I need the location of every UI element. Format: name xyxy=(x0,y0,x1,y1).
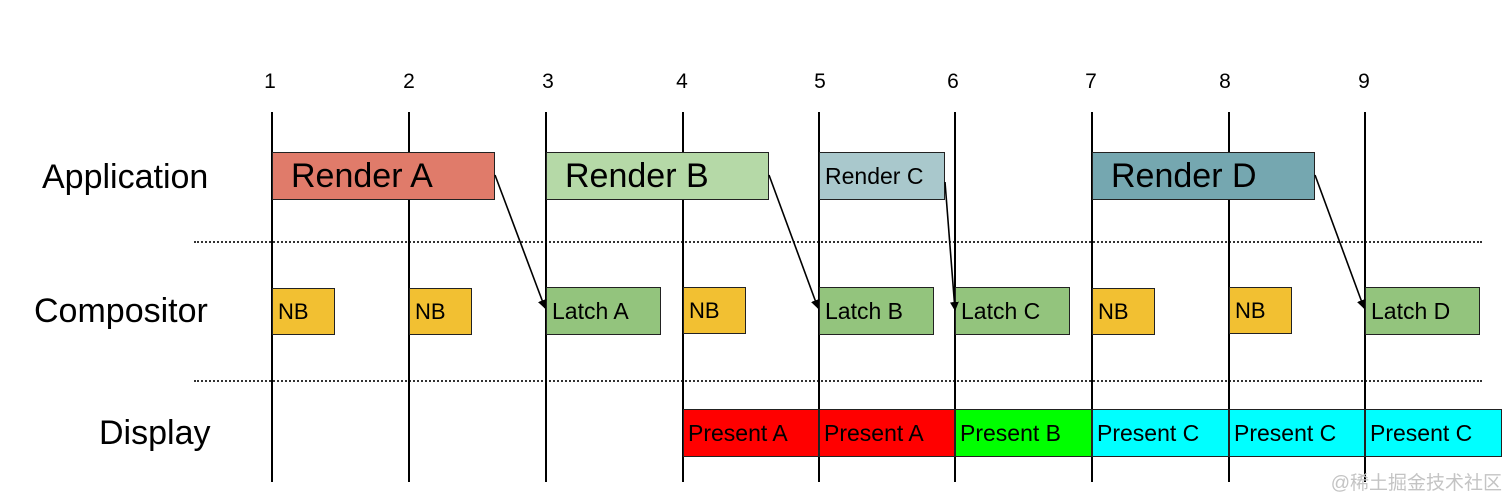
tick-label-7: 7 xyxy=(1085,70,1097,93)
arrow-render-d-to-latch-d xyxy=(1314,174,1366,309)
render-b-label: Render B xyxy=(565,156,709,195)
tick-label-2: 2 xyxy=(403,70,415,93)
tick-label-6: 6 xyxy=(947,70,959,93)
row-label-compositor: Compositor xyxy=(34,292,208,330)
compositor-nb-label-3: NB xyxy=(689,297,720,323)
arrow-render-a-to-latch-a xyxy=(494,174,547,309)
compositor-nb-box-2: NB xyxy=(409,288,472,335)
present-c-box-2: Present C xyxy=(1229,409,1365,457)
tick-label-3: 3 xyxy=(542,70,554,93)
present-c-box-1: Present C xyxy=(1092,409,1229,457)
render-a-box: Render A xyxy=(272,152,495,200)
render-c-label: Render C xyxy=(825,162,924,189)
latch-b-box: Latch B xyxy=(819,287,934,335)
present-c-label-1: Present C xyxy=(1097,419,1200,446)
row-separator-top xyxy=(194,241,1482,243)
latch-d-label: Latch D xyxy=(1371,297,1451,324)
render-a-label: Render A xyxy=(291,156,433,195)
latch-c-label: Latch C xyxy=(961,297,1041,324)
tick-label-4: 4 xyxy=(676,70,688,93)
present-b-box: Present B xyxy=(955,409,1092,457)
render-d-label: Render D xyxy=(1111,156,1257,195)
tick-label-8: 8 xyxy=(1219,70,1231,93)
row-label-display: Display xyxy=(99,414,211,452)
tick-label-1: 1 xyxy=(264,70,276,93)
latch-c-box: Latch C xyxy=(955,287,1070,335)
arrow-render-b-to-latch-b xyxy=(768,174,820,309)
latch-b-label: Latch B xyxy=(825,297,903,324)
present-a-label-1: Present A xyxy=(688,419,788,446)
render-c-box: Render C xyxy=(819,152,945,200)
row-separator-bottom xyxy=(194,380,1482,382)
compositor-nb-box-1: NB xyxy=(272,288,335,335)
present-c-label-2: Present C xyxy=(1234,419,1337,446)
compositor-nb-label-2: NB xyxy=(415,298,446,324)
render-d-box: Render D xyxy=(1092,152,1315,200)
compositor-nb-label-1: NB xyxy=(278,298,309,324)
compositor-nb-box-5: NB xyxy=(1229,287,1292,334)
latch-d-box: Latch D xyxy=(1365,287,1480,335)
compositor-nb-box-4: NB xyxy=(1092,288,1155,335)
arrow-render-c-to-latch-c xyxy=(944,181,959,311)
compositor-nb-label-5: NB xyxy=(1235,297,1266,323)
row-label-application: Application xyxy=(42,158,209,196)
present-c-label-3: Present C xyxy=(1370,419,1473,446)
watermark: @稀土掘金技术社区 xyxy=(1330,473,1502,494)
compositor-nb-label-4: NB xyxy=(1098,298,1129,324)
tick-label-9: 9 xyxy=(1358,70,1370,93)
latch-a-box: Latch A xyxy=(546,287,661,335)
present-a-box-1: Present A xyxy=(683,409,819,457)
present-a-label-2: Present A xyxy=(824,419,924,446)
present-b-label: Present B xyxy=(960,419,1061,446)
render-b-box: Render B xyxy=(546,152,769,200)
latch-a-label: Latch A xyxy=(552,297,629,324)
tick-label-5: 5 xyxy=(814,70,826,93)
compositor-nb-box-3: NB xyxy=(683,287,746,334)
present-c-box-3: Present C xyxy=(1365,409,1502,457)
present-a-box-2: Present A xyxy=(819,409,955,457)
